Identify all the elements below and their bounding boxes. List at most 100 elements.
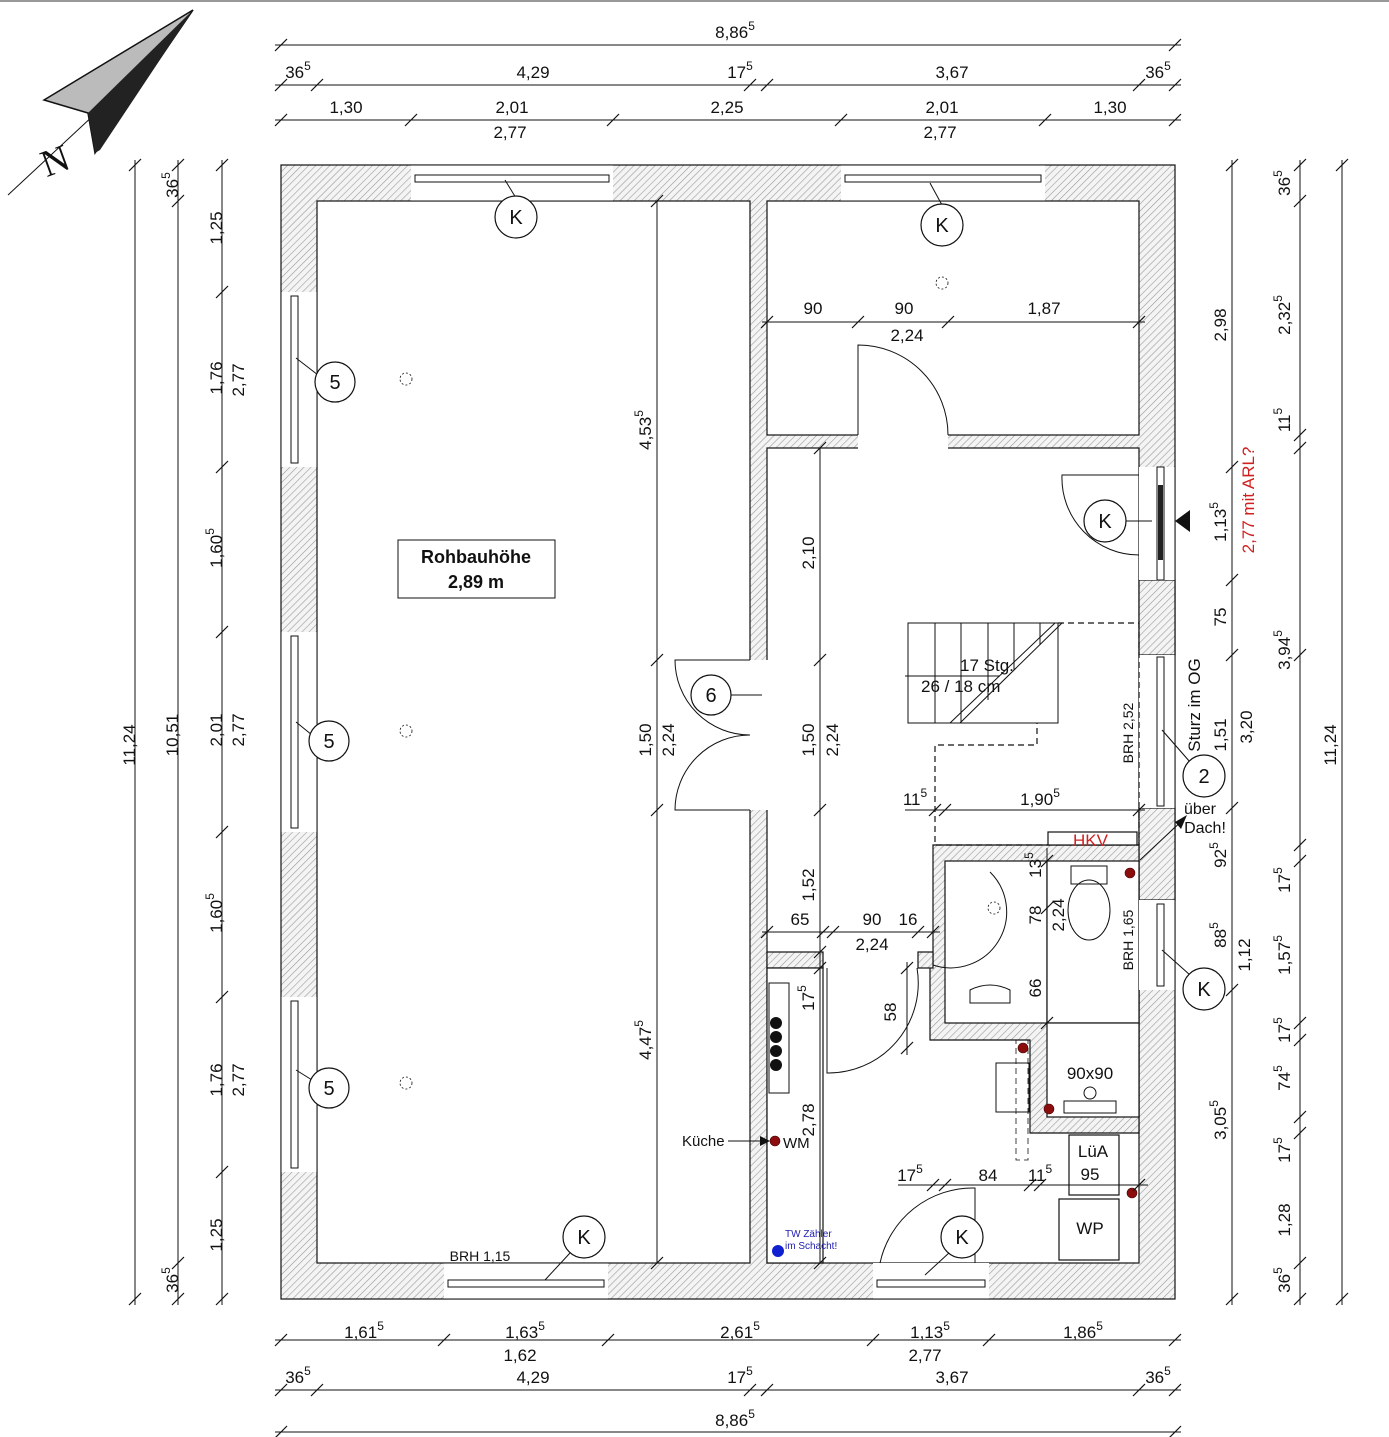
sink-icon	[995, 1062, 1030, 1113]
wp-box	[1058, 1198, 1120, 1261]
dim-top-row3: 2,01	[495, 98, 528, 117]
dim-tick	[650, 194, 664, 208]
dim-bottom-row2: 3,67	[935, 1368, 968, 1387]
dim-label: 11,24	[1321, 724, 1340, 765]
dim-tick	[826, 925, 840, 939]
dim-label: 3,055	[1207, 1100, 1230, 1140]
dim-tick	[1132, 78, 1146, 92]
dim-tick	[1335, 1292, 1349, 1306]
dim-label: 115	[1271, 408, 1294, 433]
staircase: 17 Stg. 26 / 18 cm	[905, 622, 1140, 846]
dim-label: 11,24	[120, 724, 139, 765]
dim-top-row2: 4,29	[516, 63, 549, 82]
pipe-marker	[1043, 1103, 1055, 1115]
dim-label: 1,76	[207, 1063, 226, 1096]
dim-label: 2,77	[229, 1063, 248, 1096]
dim-tick	[1040, 1016, 1054, 1030]
dach-label: Dach!	[1184, 820, 1226, 837]
entrance-arrow-icon	[1175, 510, 1190, 532]
dim-label: 1,575	[1271, 935, 1294, 975]
dim-tick	[1293, 854, 1307, 868]
dim-tick	[1293, 1256, 1307, 1270]
hkv-box	[1047, 831, 1138, 846]
dim-interior: 84	[979, 1166, 998, 1185]
dim-tick	[1225, 573, 1239, 587]
dim-tick	[760, 315, 774, 329]
dim-tick	[310, 78, 324, 92]
tw-label-1: TW Zähler	[785, 1229, 832, 1240]
dim-label: 2,98	[1211, 308, 1230, 341]
ueber-label: über	[1184, 801, 1217, 818]
dim-tick	[1168, 1383, 1182, 1397]
dim-tick	[437, 1333, 451, 1347]
dim-tick	[1168, 113, 1182, 127]
dim-label: 2,10	[799, 536, 818, 569]
dim-label: 2,77	[229, 363, 248, 396]
dim-tick	[1225, 983, 1239, 997]
ceiling-height-title: Rohbauhöhe	[421, 547, 531, 567]
dim-tick	[900, 961, 914, 975]
dim-tick	[1168, 1333, 1182, 1347]
dim-label: 10,51	[163, 714, 182, 757]
toilet-icon	[1067, 879, 1111, 941]
dim-tick	[743, 1383, 757, 1397]
dim-interior: 90	[804, 299, 823, 318]
dim-top-sub: 2,77	[493, 123, 526, 142]
dim-tick	[1293, 648, 1307, 662]
dim-bottom-row2: 365	[1145, 1364, 1171, 1387]
dim-label: 4,535	[632, 410, 655, 450]
dim-label: 1,50	[636, 723, 655, 756]
pipe-marker	[1017, 1042, 1029, 1054]
dim-tick	[1023, 1178, 1037, 1192]
dim-label: 1,135	[1207, 502, 1230, 542]
dim-label: 1,605	[203, 528, 226, 568]
marker-k	[1083, 499, 1127, 543]
dim-tick	[816, 925, 830, 939]
marker-5-label: 5	[323, 1078, 334, 1100]
dim-label: 2,24	[659, 723, 678, 756]
dim-top-row2: 3,67	[935, 63, 968, 82]
dim-top-row3: 1,30	[1093, 98, 1126, 117]
dim-tick	[1132, 315, 1146, 329]
dim-tick	[1168, 78, 1182, 92]
dim-tick	[1293, 428, 1307, 442]
dim-tick	[171, 194, 185, 208]
lua-label: LüA	[1078, 1142, 1109, 1161]
tw-label-2: im Schacht!	[785, 1241, 837, 1252]
dim-label: 1,52	[799, 868, 818, 901]
dim-label: 75	[1211, 608, 1230, 627]
dim-tick	[1033, 1178, 1047, 1192]
dim-tick	[1132, 803, 1146, 817]
marker-5	[314, 361, 356, 403]
dim-label: 2,01	[207, 713, 226, 746]
dim-label: 1,76	[207, 361, 226, 394]
dim-label: 885	[1207, 922, 1230, 948]
dim-label: 365	[1271, 170, 1294, 196]
dim-label: 1,25	[207, 1218, 226, 1251]
dim-bottom-row1: 1,615	[344, 1319, 384, 1342]
dim-label: 2,325	[1271, 295, 1294, 335]
dim-tick	[274, 113, 288, 127]
living-room	[316, 200, 751, 1264]
shower-size: 90x90	[1067, 1064, 1113, 1083]
window-right-stair	[1156, 656, 1165, 807]
dim-tick	[171, 158, 185, 172]
dim-label: 1,28	[1275, 1203, 1294, 1236]
north-label: N	[35, 137, 75, 186]
dim-tick	[171, 1256, 185, 1270]
dim-tick	[938, 1178, 952, 1192]
dim-label: 1,12	[1235, 938, 1254, 971]
dim-tick	[1293, 1016, 1307, 1030]
dim-label: 2,24	[1049, 898, 1068, 931]
dim-tick	[1293, 441, 1307, 455]
dim-tick	[813, 803, 827, 817]
dim-top-overall: 8,865	[715, 19, 755, 42]
dim-label: 175	[1271, 1137, 1294, 1163]
pipe-marker	[1124, 867, 1136, 879]
top-dimensions: 8,865 365 4,29 175 3,67 365 1,30 2,01 2,…	[285, 19, 1171, 142]
dim-bottom-row1: 1,635	[505, 1319, 545, 1342]
dim-tick	[1293, 1292, 1307, 1306]
dim-tick	[275, 1425, 288, 1437]
dim-label: 175	[1271, 1017, 1294, 1043]
